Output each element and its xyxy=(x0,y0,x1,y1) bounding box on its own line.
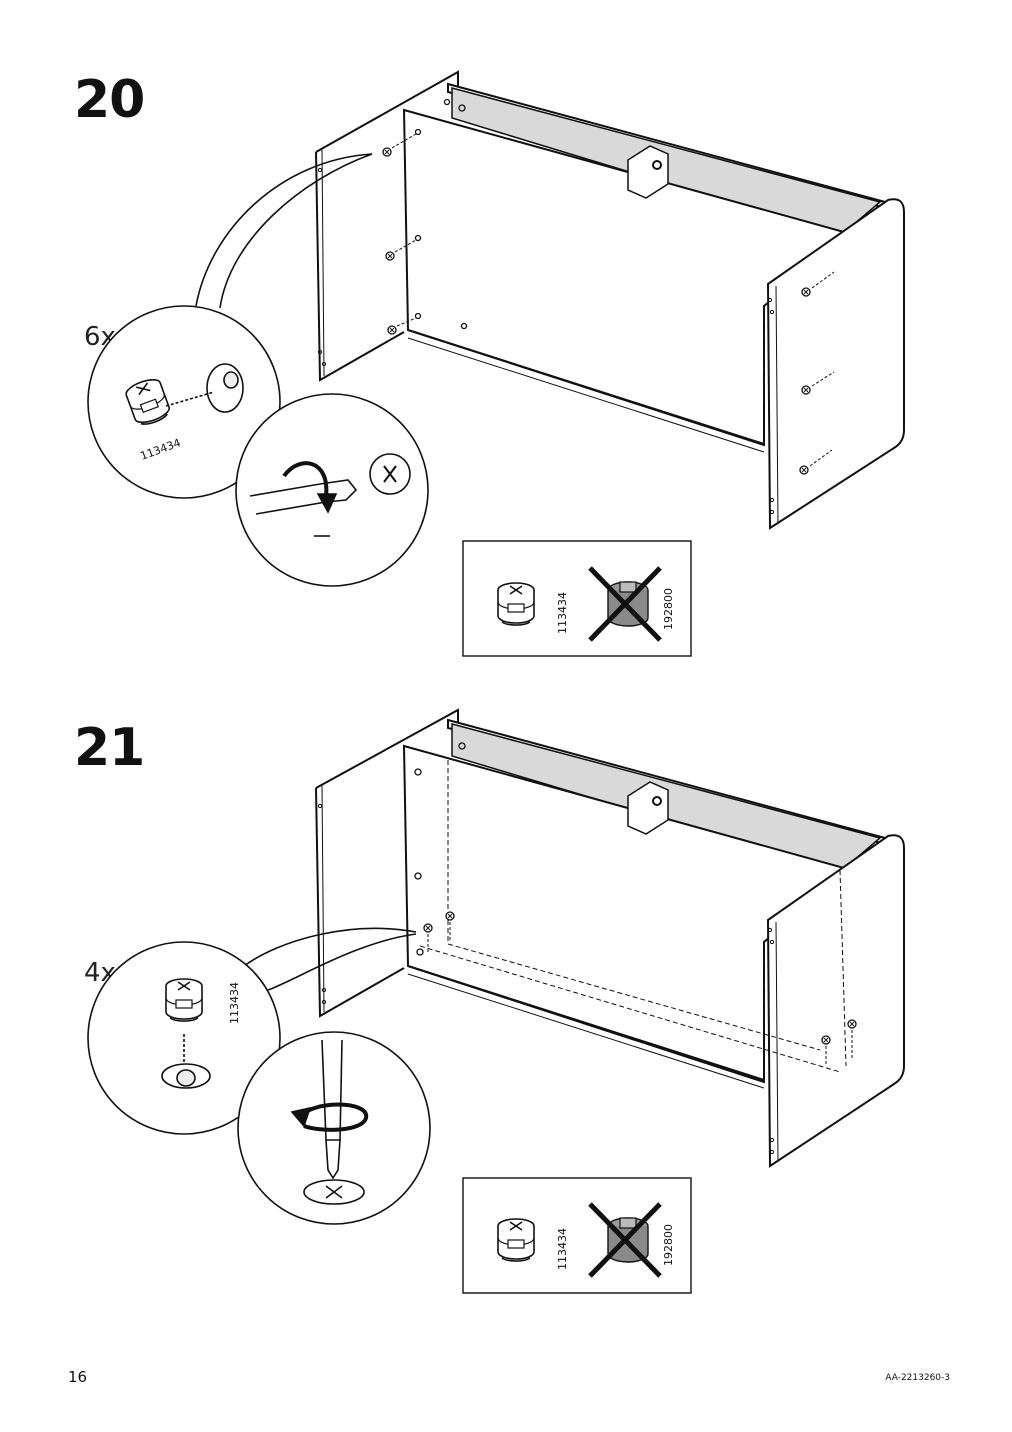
step-21-cam-fittings xyxy=(423,911,857,1066)
step-20-cam-fittings xyxy=(382,133,835,475)
step-20-frame-drawing xyxy=(315,70,905,530)
step-number-20: 20 xyxy=(74,70,145,130)
step-number-21: 21 xyxy=(74,718,145,778)
step-21-detail-callout-screwdriver xyxy=(237,1031,431,1225)
step-21-wrong-part-number: 192800 xyxy=(662,1224,675,1266)
step-21-correct-part-number: 113434 xyxy=(556,1228,569,1270)
step-21-detail-callout-cam: 113434 xyxy=(87,927,417,1135)
step-20-wrong-part-number: 192800 xyxy=(662,588,675,630)
step-20-detail-callout-cam: 113434 xyxy=(87,153,373,499)
step-21-frame-drawing xyxy=(315,708,905,1168)
page-number: 16 xyxy=(68,1368,88,1386)
step-20-part-comparison-box: 113434 192800 xyxy=(462,540,692,657)
step-21-part-comparison-box: 113434 192800 xyxy=(462,1177,692,1294)
document-code: AA-2213260-3 xyxy=(885,1373,950,1383)
step-21-wrong-part-cross-icon xyxy=(588,1202,662,1278)
step-20-wrong-part-cross-icon xyxy=(588,566,662,642)
step-20-detail-callout-screwdriver xyxy=(235,393,429,587)
step-21-callout-part-number: 113434 xyxy=(228,982,241,1024)
step-20-correct-part-number: 113434 xyxy=(556,592,569,634)
